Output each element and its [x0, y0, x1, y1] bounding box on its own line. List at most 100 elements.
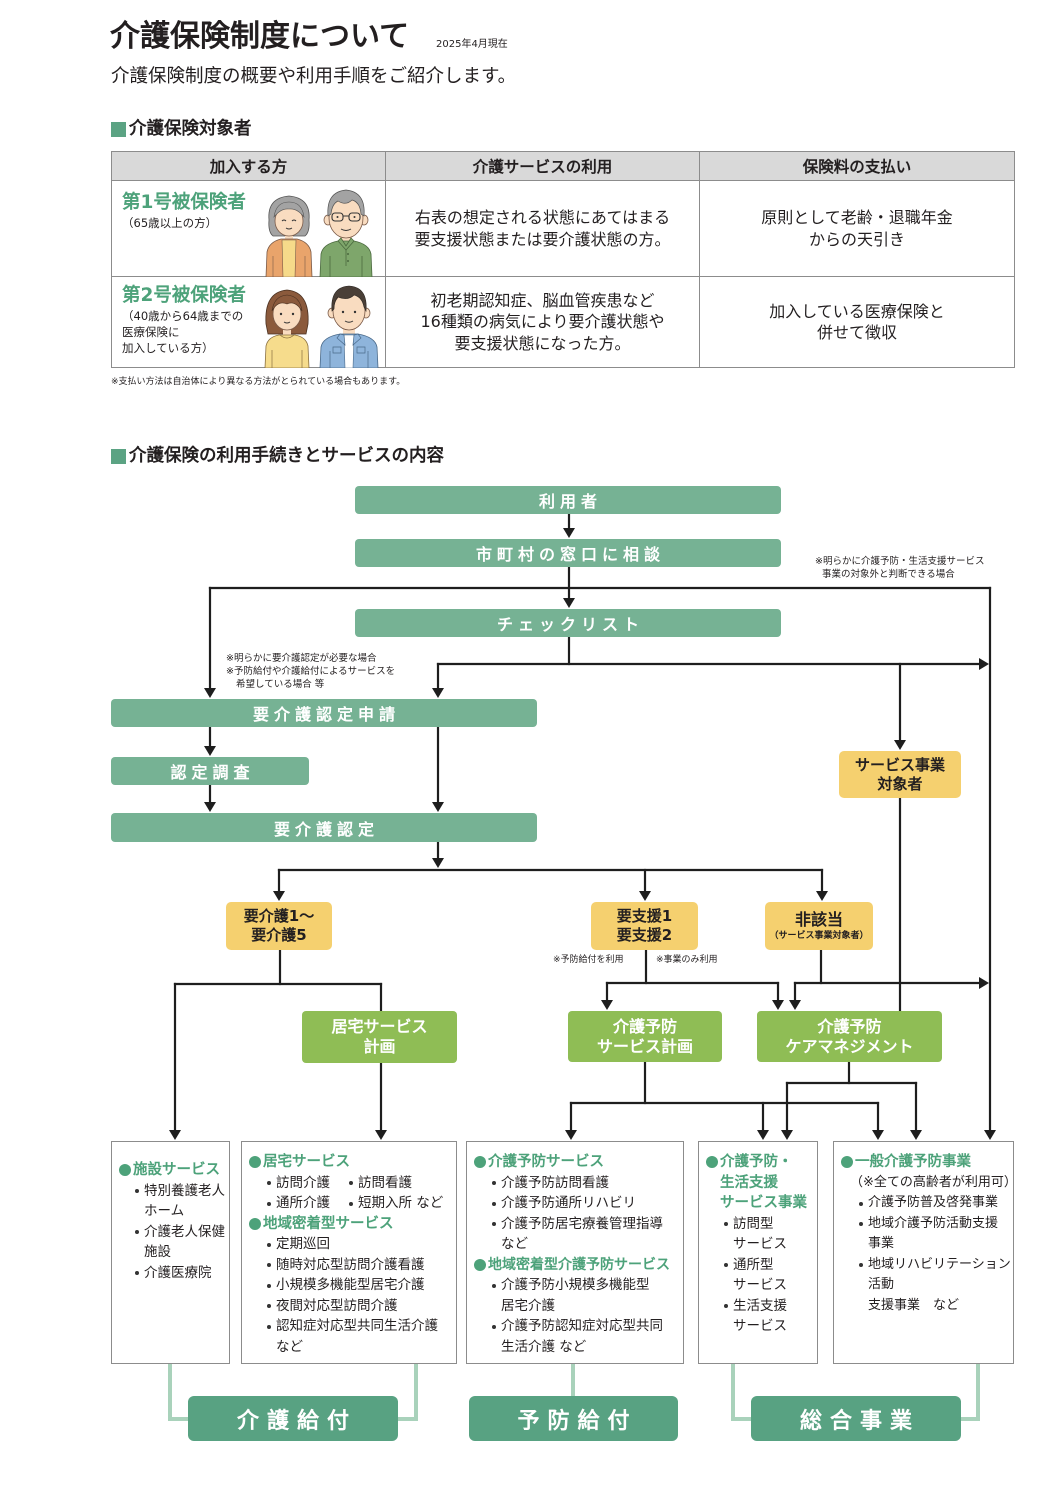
heading-text: 施設サービス: [133, 1162, 220, 1178]
service-item: 認知症対応型共同生活介護: [242, 1316, 456, 1337]
box-line: サービス事業: [854, 755, 945, 774]
service-item: 小規模多機能型居宅介護: [242, 1275, 456, 1296]
service-item: 介護予防訪問看護: [467, 1173, 683, 1194]
premium-line: からの天引き: [808, 229, 905, 249]
service-item: 地域リハビリテーション: [834, 1255, 1013, 1276]
service-group-heading: 地域密着型サービス: [242, 1214, 456, 1235]
service-item: 特別養護老人: [112, 1181, 229, 1202]
note-line: 希望している場合 等: [236, 679, 325, 690]
square-bullet-icon: [111, 448, 126, 464]
section-heading-text: 介護保険対象者: [129, 119, 252, 139]
service-item-continued: 活動: [868, 1277, 895, 1292]
arrow-right-icon: [979, 977, 989, 989]
note-certification-needed: ※明らかに要介護認定が必要な場合 ※予防給付や介護給付によるサービスを 希望して…: [226, 652, 395, 691]
category-link-line: [959, 1364, 980, 1421]
arrow-down-icon: [204, 802, 216, 812]
service-use-line: 16種類の病気により要介護状態や: [420, 312, 665, 332]
arrow-down-icon: [375, 1130, 387, 1140]
note-outside-business: ※明らかに介護予防・生活支援サービス 事業の対象外と判断できる場合: [815, 555, 984, 581]
step-label: チェックリスト: [496, 615, 644, 634]
service-item: 介護医療院: [112, 1263, 229, 1284]
arrow-down-icon: [789, 1000, 801, 1010]
premium-cell: 加入している医療保険と 併せて徴収: [699, 276, 1015, 368]
table-row: 第2号被保険者 （40歳から64歳までの 医療保険に 加入している方） 初老期認…: [111, 276, 1015, 368]
arrow-down-icon: [639, 891, 651, 901]
insured-condition: （65歳以上の方）: [122, 216, 218, 230]
heading-text: 介護予防・: [720, 1154, 793, 1170]
service-use-line: 要支援状態または要介護状態の方。: [414, 229, 671, 249]
service-item: 介護予防居宅療養管理指導: [467, 1214, 683, 1235]
service-box-general-prevention: 一般介護予防事業 （※全ての高齢者が利用可） 介護予防普及啓発事業 地域介護予防…: [833, 1141, 1017, 1364]
category-comprehensive-program: 総合事業: [751, 1396, 961, 1441]
service-item: 訪問型: [699, 1214, 817, 1235]
box-line: 要支援1: [616, 907, 673, 925]
home-service-plan-box: 居宅サービス 計画: [302, 1011, 457, 1063]
note-line: ※明らかに要介護認定が必要な場合: [226, 653, 377, 664]
arrow-down-icon: [169, 1130, 181, 1140]
heading-text: 地域密着型介護予防サービス: [488, 1256, 670, 1273]
box-line: 計画: [363, 1037, 396, 1056]
service-use-line: 初老期認知症、脳血管疾患など: [430, 290, 655, 310]
premium-cell: 原則として老齢・退職年金 からの天引き: [699, 180, 1015, 277]
arrow-down-icon: [872, 1130, 884, 1140]
bullet-circle-icon: [249, 1217, 261, 1230]
service-group-heading: 居宅サービス: [242, 1152, 456, 1173]
box-line: 要介護5: [251, 926, 307, 944]
arrow-down-icon: [781, 1130, 793, 1140]
service-business-target-box: サービス事業 対象者: [839, 751, 961, 798]
category-link-line: [396, 1364, 418, 1421]
note-line: ※明らかに介護予防・生活支援サービス: [815, 556, 985, 567]
arrow-down-icon: [563, 598, 575, 608]
care-levels-box: 要介護1～ 要介護5: [226, 902, 332, 950]
not-applicable-box: 非該当 （サービス事業対象者）: [765, 902, 873, 950]
service-item-continued: 居宅介護: [501, 1297, 555, 1314]
step-checklist: チェックリスト: [355, 609, 781, 637]
step-label: 要介護認定: [273, 819, 379, 839]
service-group-heading: 地域密着型介護予防サービス: [467, 1255, 683, 1276]
step-application: 要介護認定申請: [111, 699, 537, 727]
step-label: 認定調査: [170, 763, 255, 782]
prevention-care-management-box: 介護予防 ケアマネジメント: [757, 1011, 942, 1062]
premium-line: 加入している医療保険と: [769, 301, 945, 321]
box-line: 要支援2: [616, 926, 673, 944]
service-item: 短期入所 など: [324, 1193, 443, 1214]
bullet-circle-icon: [119, 1164, 131, 1177]
service-use-line: 右表の想定される状態にあてはまる: [414, 208, 671, 227]
insured-category: 第1号被保険者: [122, 192, 246, 213]
step-label: 要介護認定申請: [252, 705, 400, 724]
arrow-down-icon: [204, 688, 216, 698]
service-item-continued: サービス: [733, 1277, 787, 1293]
premium-line: 併せて徴収: [816, 323, 897, 342]
step-consult: 市町村の窓口に相談: [355, 539, 781, 567]
service-item-continued: 生活介護 など: [501, 1338, 587, 1355]
service-item: 定期巡回: [242, 1234, 456, 1255]
arrow-down-icon: [204, 746, 216, 756]
arrow-right-icon: [979, 658, 989, 670]
service-item: 介護予防通所リハビリ: [467, 1193, 683, 1214]
box-line: 介護予防: [817, 1016, 882, 1036]
man-illustration: [319, 285, 379, 368]
service-item-continued: 事業: [868, 1236, 895, 1251]
prevention-service-plan-box: 介護予防 サービス計画: [568, 1011, 722, 1062]
service-use-cell: 初老期認知症、脳血管疾患など 16種類の病気により要介護状態や 要支援状態になっ…: [385, 276, 700, 368]
service-box-home: 居宅サービス 訪問介護 訪問看護 通所介護 短期入所 など 地域密着型サービス …: [241, 1141, 457, 1364]
elderly-woman-illustration: [265, 195, 313, 277]
heading-text: 介護予防サービス: [488, 1154, 604, 1170]
arrow-down-icon: [432, 802, 444, 812]
arrow-down-icon: [894, 740, 906, 750]
arrow-down-icon: [273, 891, 285, 901]
column-header-service-use: 介護サービスの利用: [385, 151, 700, 181]
insured-category: 第2号被保険者: [122, 285, 246, 306]
service-item-continued: など: [276, 1338, 303, 1355]
service-use-cell: 右表の想定される状態にあてはまる 要支援状態または要介護状態の方。: [385, 180, 700, 277]
service-item-continued: 支援事業 など: [868, 1297, 960, 1313]
arrow-down-icon: [757, 1130, 769, 1140]
step-user: 利用者: [355, 486, 781, 514]
column-header-enrollee: 加入する方: [111, 151, 386, 181]
service-use-line: 要支援状態になった方。: [454, 333, 631, 353]
service-item-continued: サービス: [733, 1318, 787, 1334]
service-item: 随時対応型訪問介護看護: [242, 1255, 456, 1276]
page-subtitle: 介護保険制度の概要や利用手順をご紹介します。: [111, 66, 517, 87]
service-group-heading: 介護予防・: [699, 1152, 817, 1173]
